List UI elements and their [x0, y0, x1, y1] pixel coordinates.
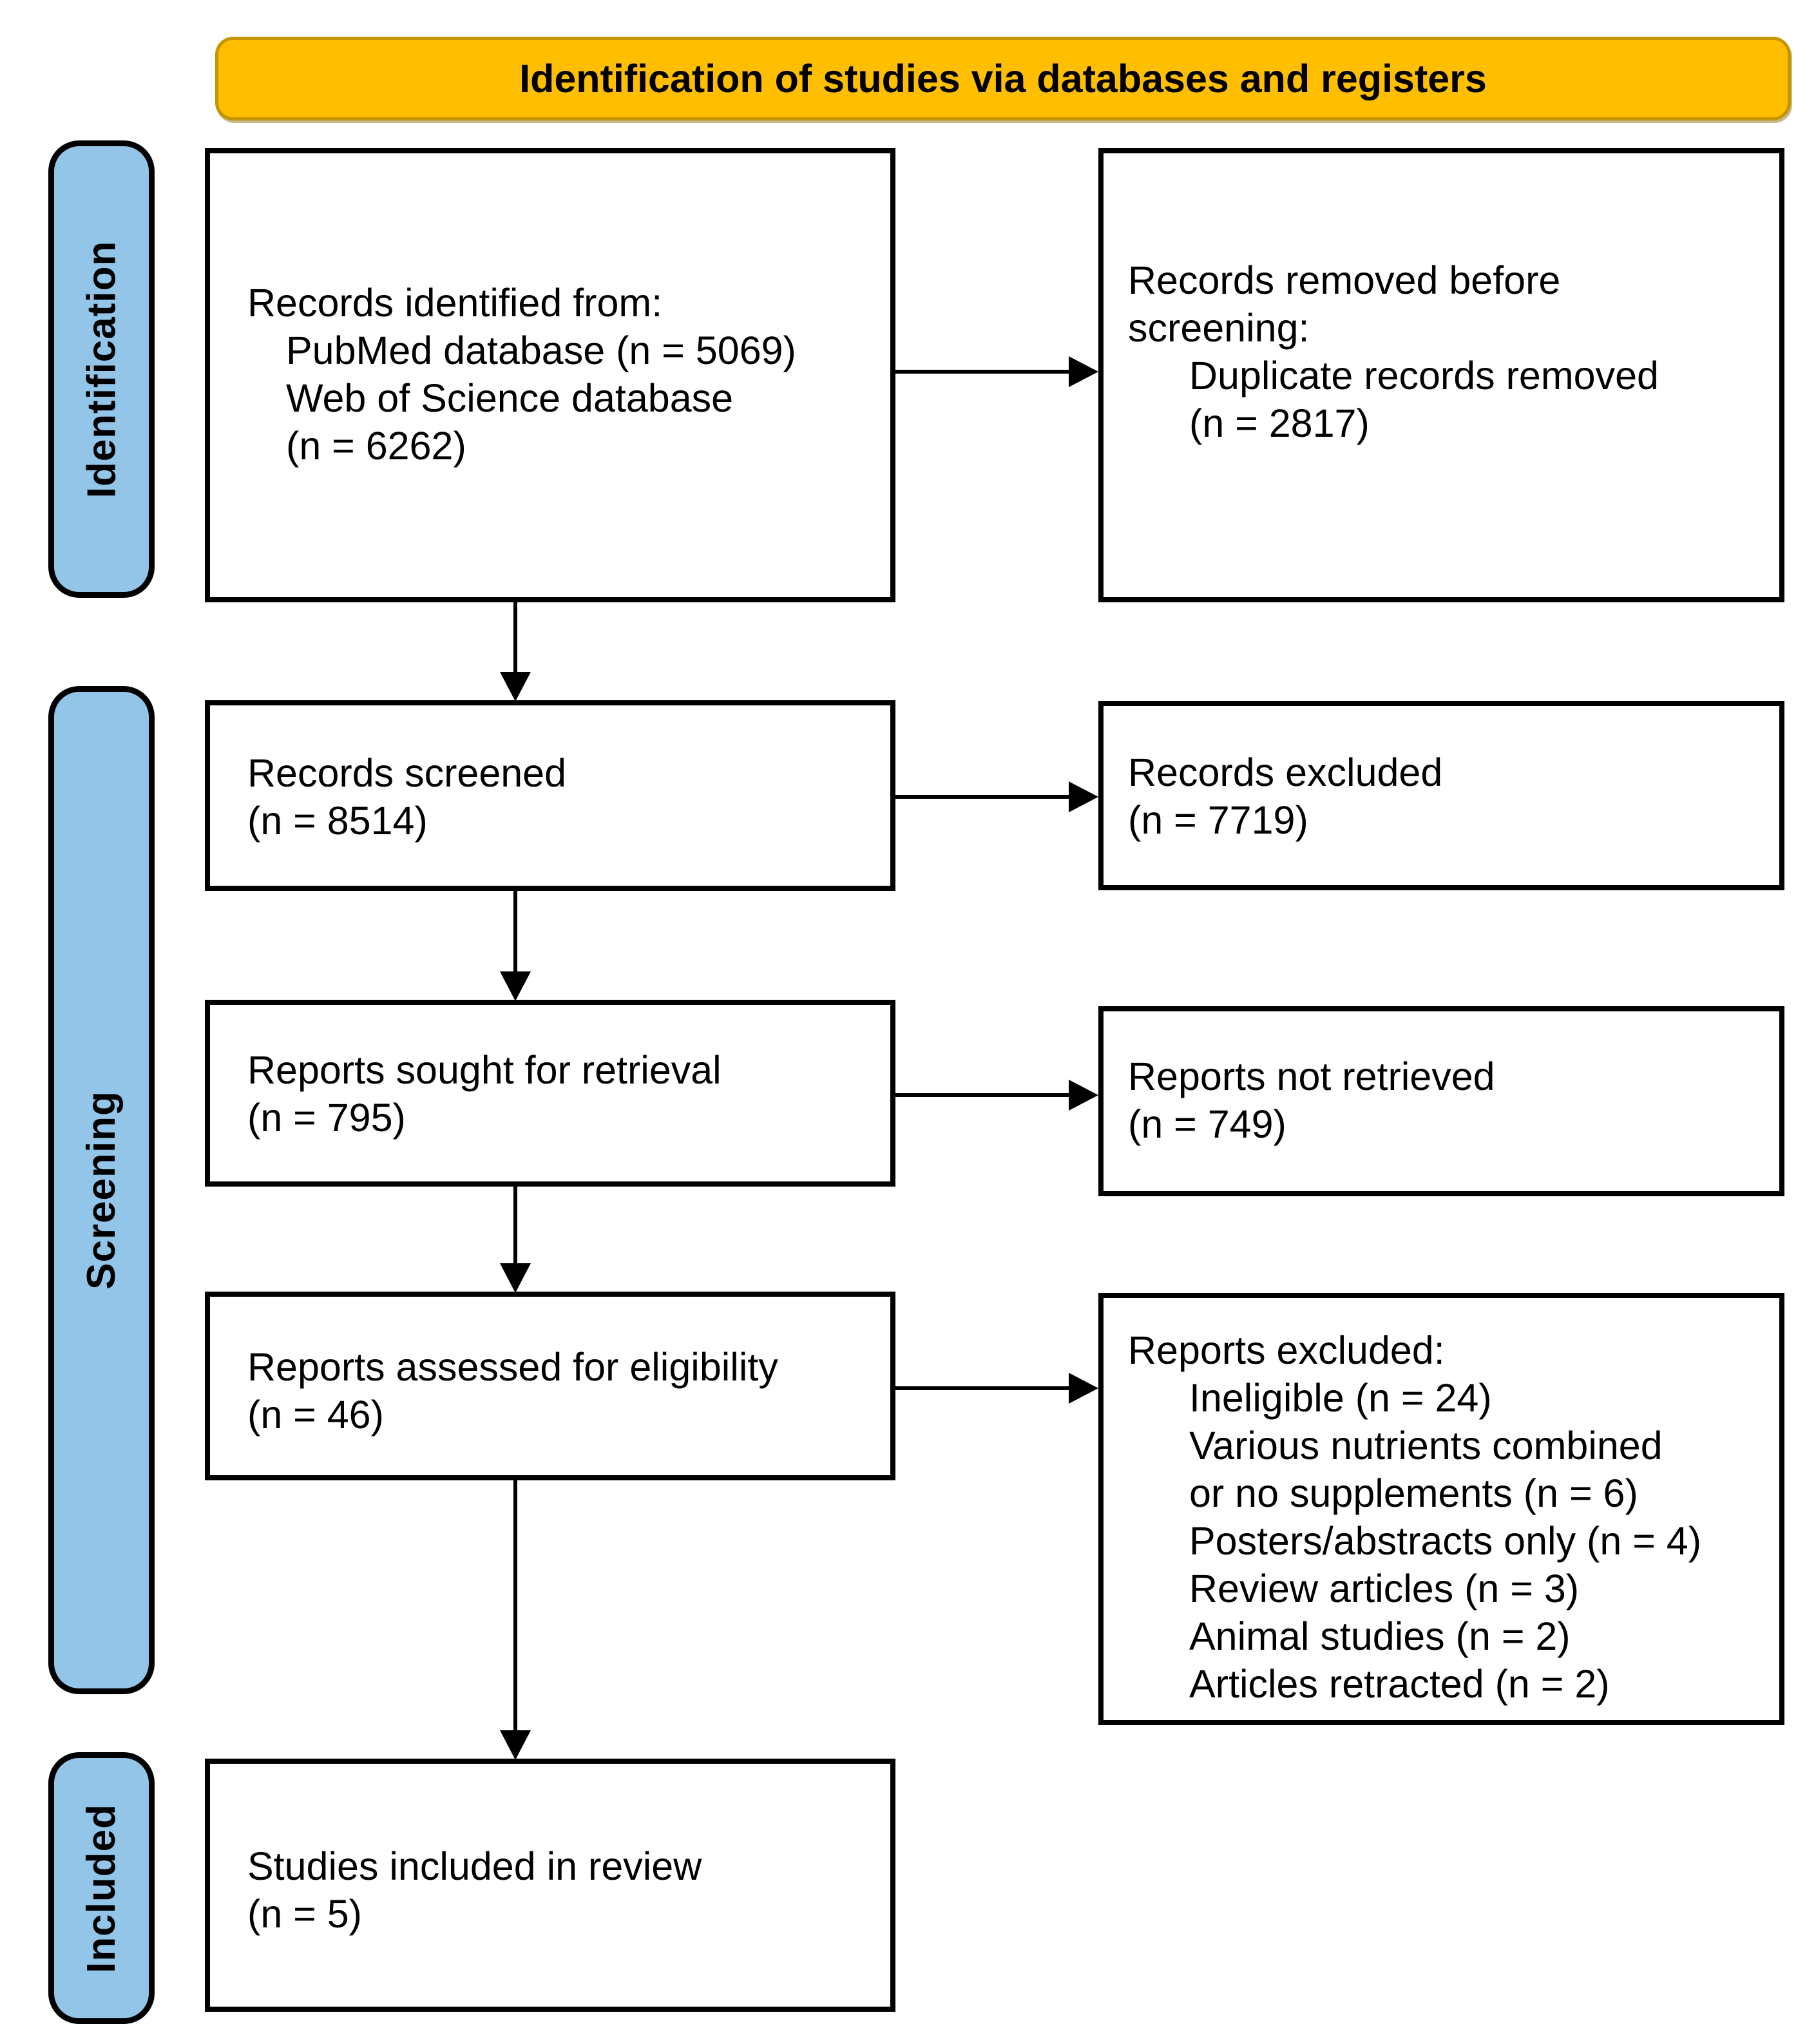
box-text-line: (n = 2817) [1189, 401, 1370, 445]
arrow-sought-to-not-retrieved [895, 1080, 1098, 1111]
box-records-identified: Records identified from: PubMed database… [205, 148, 895, 602]
box-text-line: (n = 5) [247, 1892, 362, 1936]
box-text-line: Records identified from: [247, 281, 663, 325]
box-studies-included: Studies included in review (n = 5) [205, 1759, 895, 2012]
box-text-line: Review articles (n = 3) [1189, 1567, 1580, 1610]
arrow-identified-to-screened [500, 602, 531, 702]
box-text-line: (n = 8514) [247, 799, 428, 843]
box-text-line: Records excluded [1128, 750, 1443, 794]
arrow-right-icon [1069, 1373, 1098, 1404]
arrow-shaft [513, 602, 517, 672]
diagram-title-banner: Identification of studies via databases … [215, 37, 1791, 120]
stage-label-identification: Identification [48, 140, 155, 598]
arrow-assessed-to-included [500, 1480, 531, 1760]
arrow-shaft [513, 891, 517, 971]
arrow-shaft [895, 795, 1069, 799]
box-text-line: or no supplements (n = 6) [1189, 1471, 1638, 1515]
box-text-line: (n = 749) [1128, 1102, 1286, 1146]
arrow-down-icon [500, 1263, 531, 1293]
arrow-screened-to-sought [500, 891, 531, 1001]
stage-label-text: Identification [79, 240, 124, 498]
box-records-excluded: Records excluded (n = 7719) [1098, 701, 1784, 890]
stage-label-included: Included [48, 1752, 155, 2024]
arrow-right-icon [1069, 781, 1098, 812]
diagram-title: Identification of studies via databases … [519, 57, 1487, 100]
arrow-down-icon [500, 1730, 531, 1760]
box-text-line: Records screened [247, 751, 567, 795]
arrow-assessed-to-reports-excluded [895, 1373, 1098, 1404]
arrow-shaft [895, 1093, 1069, 1097]
box-text-line: Posters/abstracts only (n = 4) [1189, 1519, 1702, 1563]
box-reports-not-retrieved: Reports not retrieved (n = 749) [1098, 1006, 1784, 1196]
box-text-line: Ineligible (n = 24) [1189, 1376, 1492, 1420]
box-text-line: (n = 46) [247, 1393, 384, 1437]
arrow-shaft [513, 1187, 517, 1263]
arrow-shaft [513, 1480, 517, 1730]
arrow-screened-to-excluded [895, 781, 1098, 812]
stage-label-text: Included [79, 1803, 124, 1973]
stage-label-text: Screening [79, 1091, 124, 1290]
arrow-shaft [895, 1386, 1069, 1390]
box-text-line: Reports assessed for eligibility [247, 1345, 778, 1389]
box-reports-sought: Reports sought for retrieval (n = 795) [205, 1000, 895, 1187]
box-records-removed-before-screening: Records removed before screening: Duplic… [1098, 148, 1784, 602]
box-text-line: Duplicate records removed [1189, 354, 1659, 397]
box-text-line: Studies included in review [247, 1844, 702, 1888]
box-text-line: Records removed before [1128, 258, 1561, 302]
arrow-down-icon [500, 672, 531, 702]
arrow-down-icon [500, 971, 531, 1001]
box-text-line: (n = 7719) [1128, 798, 1308, 842]
arrow-sought-to-assessed [500, 1187, 531, 1293]
stage-label-screening: Screening [48, 686, 155, 1694]
arrow-identified-to-removed [895, 356, 1098, 387]
box-text-line: PubMed database (n = 5069) [286, 329, 796, 372]
box-text-line: Animal studies (n = 2) [1189, 1614, 1571, 1658]
box-reports-assessed: Reports assessed for eligibility (n = 46… [205, 1292, 895, 1480]
box-reports-excluded: Reports excluded: Ineligible (n = 24) Va… [1098, 1293, 1784, 1725]
box-text-line: screening: [1128, 306, 1310, 350]
box-text-line: Articles retracted (n = 2) [1189, 1662, 1610, 1706]
arrow-right-icon [1069, 356, 1098, 387]
box-text-line: Reports excluded: [1128, 1328, 1445, 1372]
box-text-line: (n = 795) [247, 1096, 406, 1140]
arrow-shaft [895, 370, 1069, 374]
box-text-line: Reports sought for retrieval [247, 1048, 722, 1092]
box-text-line: Various nutrients combined [1189, 1424, 1663, 1467]
box-text-line: Reports not retrieved [1128, 1055, 1495, 1098]
box-records-screened: Records screened (n = 8514) [205, 700, 895, 891]
box-text-line: Web of Science database [286, 376, 734, 420]
arrow-right-icon [1069, 1080, 1098, 1111]
box-text-line: (n = 6262) [286, 424, 466, 468]
